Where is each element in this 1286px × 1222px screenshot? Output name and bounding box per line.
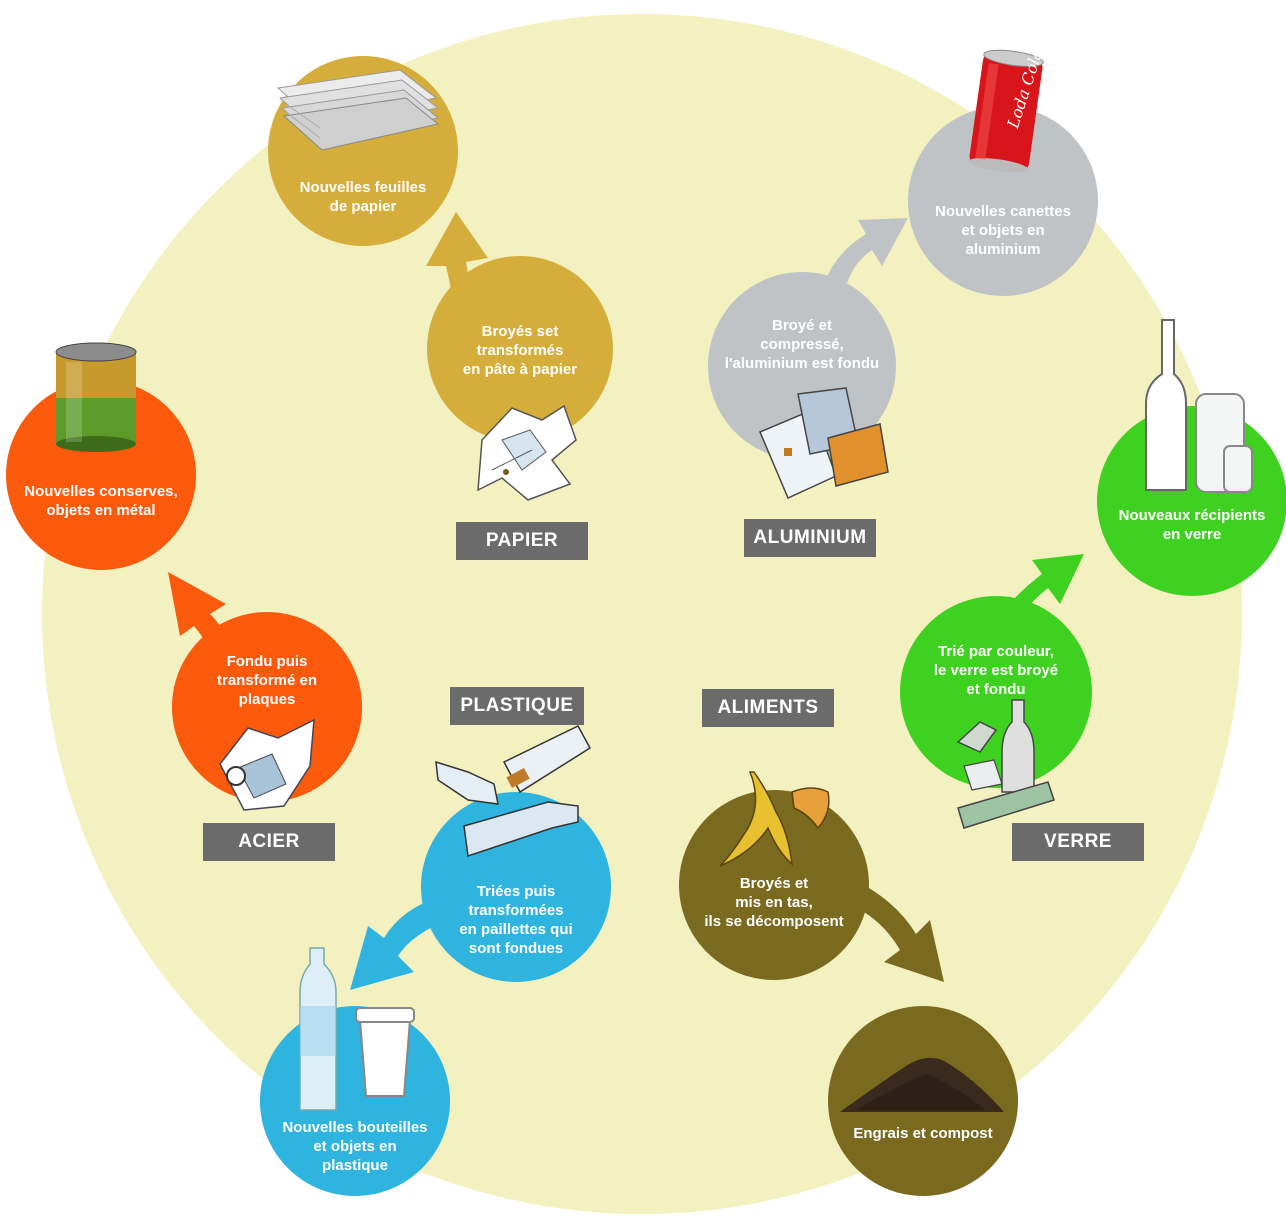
verre-product-text: Nouveaux récipients en verre bbox=[1118, 507, 1266, 543]
soda-can-icon: Loda Cola bbox=[968, 47, 1047, 173]
compost-pile-icon bbox=[840, 1057, 1004, 1112]
papier-label: PAPIER bbox=[456, 522, 588, 560]
aliments-process-text: Broyés et mis en tas, ils se décomposent bbox=[704, 875, 844, 930]
aluminium-product-text: Nouvelles canettes et objets en aluminiu… bbox=[935, 203, 1071, 258]
corn-can-icon bbox=[55, 342, 137, 452]
plastic-bottles-icon bbox=[435, 725, 591, 857]
aluminium-label: ALUMINIUM bbox=[744, 519, 876, 557]
verre-product-circle: Nouveaux récipients en verre bbox=[1097, 406, 1286, 596]
glass-bottle-jars-icon bbox=[1145, 319, 1253, 493]
acier-process-circle: Fondu puis transformé en plaques bbox=[172, 612, 362, 802]
verre-label: VERRE bbox=[1012, 823, 1144, 861]
verre-process-text: Trié par couleur, le verre est broyé et … bbox=[933, 643, 1059, 698]
aluminium-process-text: Broyé et compressé, l'aluminium est fond… bbox=[724, 317, 880, 372]
paper-stack-icon bbox=[276, 69, 440, 151]
plastique-process-text: Triées puis transformées en paillettes q… bbox=[459, 883, 573, 957]
acier-process-text: Fondu puis transformé en plaques bbox=[216, 653, 318, 708]
crumpled-paper-icon bbox=[477, 404, 577, 501]
aliments-label: ALIMENTS bbox=[702, 689, 834, 727]
papier-product-text: Nouvelles feuilles de papier bbox=[299, 179, 427, 215]
papier-process-text: Broyés set transformés en pâte à papier bbox=[462, 323, 578, 378]
crushed-cans-icon bbox=[759, 387, 889, 500]
plastique-label: PLASTIQUE bbox=[450, 687, 584, 725]
crushed-steel-can-icon bbox=[219, 718, 315, 811]
water-bottle-cup-icon bbox=[299, 947, 415, 1111]
acier-product-text: Nouvelles conserves, objets en métal bbox=[24, 483, 178, 519]
banana-peel-icon bbox=[719, 771, 830, 867]
aliments-product-text: Engrais et compost bbox=[853, 1125, 993, 1142]
verre-process-circle: Trié par couleur, le verre est broyé et … bbox=[900, 596, 1092, 788]
acier-label: ACIER bbox=[203, 823, 335, 861]
papier-process-circle: Broyés set transformés en pâte à papier bbox=[427, 256, 613, 442]
aliments-arrow bbox=[854, 884, 944, 982]
broken-bottles-icon bbox=[956, 699, 1055, 829]
plastique-product-text: Nouvelles bouteilles et objets en plasti… bbox=[282, 1119, 428, 1174]
plastique-product-circle: Nouvelles bouteilles et objets en plasti… bbox=[260, 1006, 450, 1196]
plastique-arrow bbox=[350, 896, 448, 990]
